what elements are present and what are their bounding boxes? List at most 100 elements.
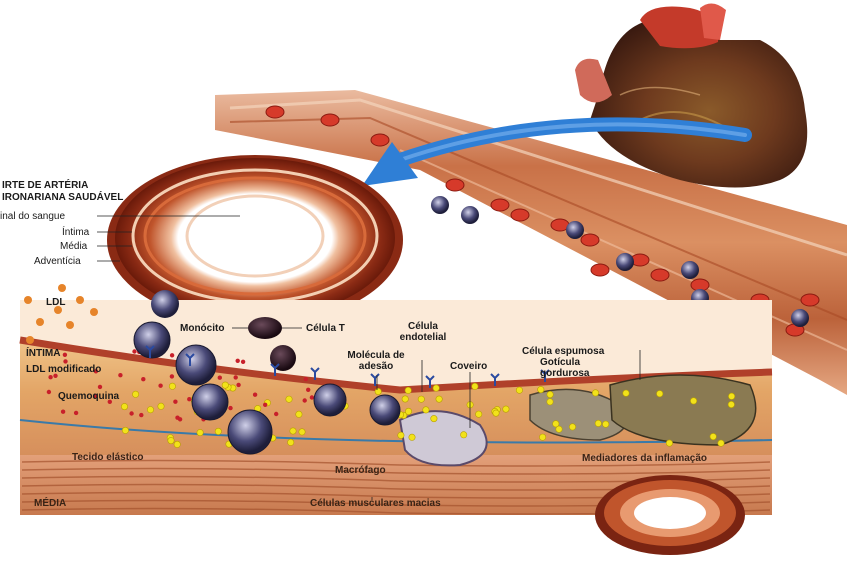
lipid-particle [718, 440, 724, 446]
lipid-particle [375, 388, 381, 394]
layer-intima-label: Íntima [62, 227, 89, 238]
lipid-particle [592, 390, 598, 396]
monocyte-cell [176, 345, 216, 385]
inflammation-mediators-label: Mediadores da inflamação [582, 453, 707, 464]
red-blood-cell [511, 209, 529, 221]
lipid-particle [516, 387, 522, 393]
ldl-particle [26, 336, 34, 344]
layer-adventitia-label: Adventícia [34, 256, 81, 267]
lipid-particle [433, 385, 439, 391]
section-title-line2: IRONARIANA SAUDÁVEL [2, 192, 123, 203]
red-blood-cell [371, 134, 389, 146]
fat-droplet-label: Gotícula gordurosa [540, 357, 589, 379]
adhesion-molecule-label: Molécula de adesão [338, 350, 414, 372]
intima-section-label: ÍNTIMA [26, 348, 60, 359]
lipid-particle [436, 396, 442, 402]
media-section-label: MÉDIA [34, 498, 66, 509]
chemokine-dot [310, 395, 314, 399]
chemokine-dot [253, 393, 257, 397]
red-blood-cell [321, 114, 339, 126]
lipid-particle [296, 411, 302, 417]
red-blood-cell [651, 269, 669, 281]
endothelial-cell-label: Célula endotelial [398, 321, 448, 343]
elastic-tissue-label: Tecido elástico [72, 452, 144, 463]
chemokine-dot [118, 373, 122, 377]
chemokine-dot [139, 413, 143, 417]
chemokine-dot [241, 360, 245, 364]
lipid-particle [147, 407, 153, 413]
chemokine-dot [234, 375, 238, 379]
ldl-particle [58, 284, 66, 292]
ldl-label: LDL [46, 297, 65, 308]
chemokine-dot [303, 398, 307, 402]
chemokine-dot [187, 397, 191, 401]
monocyte-cell [151, 290, 179, 318]
chemokine-dot [228, 406, 232, 410]
chemokine-dot [63, 359, 67, 363]
lipid-particle [405, 408, 411, 414]
lipid-particle [666, 440, 672, 446]
red-blood-cell [591, 264, 609, 276]
monocyte-cell [370, 395, 400, 425]
lipid-particle [169, 383, 175, 389]
t-cell-label: Célula T [306, 323, 345, 334]
chemokine-dot [178, 417, 182, 421]
lipid-particle [423, 407, 429, 413]
chemokine-dot [63, 353, 67, 357]
white-blood-cell [681, 261, 699, 279]
chemokine-dot [74, 411, 78, 415]
monocyte-cell [314, 384, 346, 416]
chemokine-dot [218, 376, 222, 380]
t-cell [248, 317, 282, 339]
chemokine-dot [236, 383, 240, 387]
stenosed-artery-icon [595, 475, 745, 555]
smooth-muscle-label: Células musculares macias [310, 498, 441, 509]
chemokine-dot [306, 388, 310, 392]
chemokine-dot [47, 390, 51, 394]
chemokine-dot [170, 353, 174, 357]
layer-lumen-label: inal do sangue [0, 211, 65, 222]
lipid-particle [472, 383, 478, 389]
chemokine-dot [263, 403, 267, 407]
lipid-particle [461, 432, 467, 438]
lipid-particle [122, 427, 128, 433]
monocyte-label: Monócito [180, 323, 224, 334]
lipid-particle [569, 424, 575, 430]
lipid-particle [158, 403, 164, 409]
lipid-particle [547, 399, 553, 405]
lipid-particle [132, 391, 138, 397]
red-blood-cell [581, 234, 599, 246]
ldl-particle [66, 321, 74, 329]
chemokine-dot [129, 411, 133, 415]
monocyte-cell [134, 322, 170, 358]
lipid-particle [623, 390, 629, 396]
lipid-particle [547, 391, 553, 397]
heart-illustration [575, 3, 807, 187]
lipid-particle [493, 410, 499, 416]
monocyte-cell [192, 384, 228, 420]
modified-ldl-label: LDL modificado [26, 364, 101, 375]
chemokine-label: Quemoquina [58, 391, 119, 402]
lipid-particle [418, 396, 424, 402]
lipid-particle [405, 387, 411, 393]
white-blood-cell [616, 253, 634, 271]
red-blood-cell [801, 294, 819, 306]
ldl-particle [36, 318, 44, 326]
white-blood-cell [791, 309, 809, 327]
lipid-particle [286, 396, 292, 402]
ldl-particle [90, 308, 98, 316]
lipid-particle [398, 432, 404, 438]
lipid-particle [595, 420, 601, 426]
lipid-particle [409, 434, 415, 440]
ldl-particle [24, 296, 32, 304]
chemokine-dot [236, 359, 240, 363]
foam-cell-label: Célula espumosa [522, 346, 604, 357]
lipid-particle [121, 403, 127, 409]
white-blood-cell [461, 206, 479, 224]
lipid-particle [215, 428, 221, 434]
lipid-particle [710, 433, 716, 439]
healthy-artery-cross-section [107, 155, 403, 325]
section-title-line1: IRTE DE ARTÉRIA [2, 180, 88, 191]
